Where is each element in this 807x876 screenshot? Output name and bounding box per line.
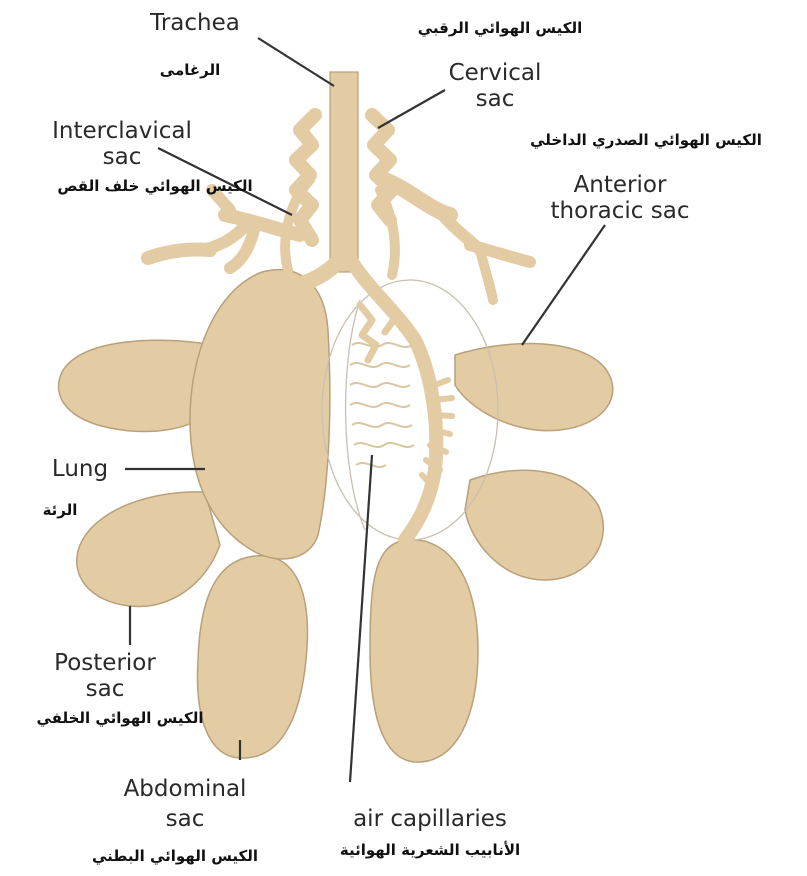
label-lung: Lung	[30, 456, 130, 482]
label-anterior-line2: thoracic sac	[510, 198, 730, 224]
leader-anterior	[522, 225, 605, 345]
label-posterior-line2: sac	[20, 676, 190, 702]
label-abdominal-ar: الكيس الهوائي البطني	[55, 846, 295, 866]
anterior-thoracic-sac-right	[455, 344, 613, 431]
label-trachea: Trachea	[130, 10, 260, 36]
label-abdominal-line1: Abdominal	[90, 776, 280, 802]
label-posterior-line1: Posterior	[20, 650, 190, 676]
label-capillaries-ar: الأنابيب الشعرية الهوائية	[290, 840, 570, 860]
trachea	[330, 72, 358, 272]
abdominal-sac-right	[370, 540, 478, 762]
leader-trachea	[258, 38, 334, 86]
label-cervical-ar: الكيس الهوائي الرقبي	[380, 18, 620, 38]
label-interclavical-line2: sac	[22, 144, 222, 170]
label-cervical-line1: Cervical	[425, 60, 565, 86]
posterior-sac-lower-right	[465, 470, 603, 580]
label-abdominal-line2: sac	[90, 806, 280, 832]
label-cervical-line2: sac	[425, 86, 565, 112]
label-lung-ar: الرئة	[20, 500, 100, 520]
bronchus-right	[352, 262, 436, 540]
label-interclavical-line1: Interclavical	[22, 118, 222, 144]
label-anterior-line1: Anterior	[510, 172, 730, 198]
label-capillaries: air capillaries	[310, 806, 550, 832]
label-posterior-ar: الكيس الهوائي الخلفي	[0, 708, 240, 728]
leader-capillaries	[350, 455, 372, 782]
label-anterior-ar: الكيس الهوائي الصدري الداخلي	[490, 130, 802, 150]
label-interclavical-ar: الكيس الهوائي خلف القص	[10, 176, 300, 196]
label-trachea-ar: الرغامى	[120, 60, 260, 80]
